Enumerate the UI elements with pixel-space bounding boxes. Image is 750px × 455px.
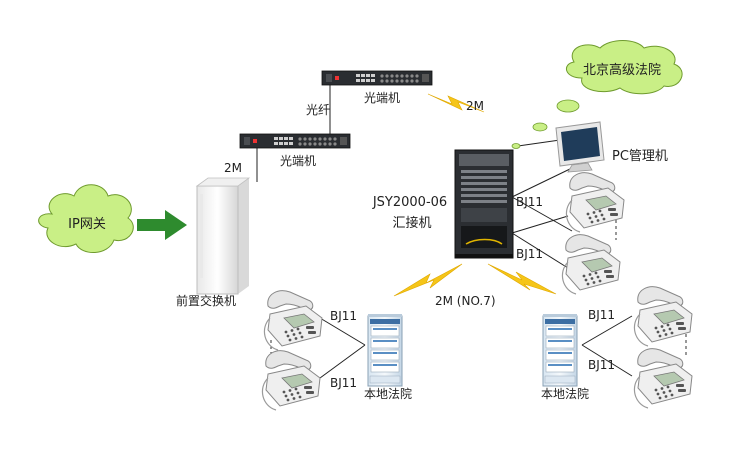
bj11-agg-bottom-label: BJ11 bbox=[516, 247, 543, 261]
telephone-icon bbox=[263, 290, 323, 351]
bj11-left-lines bbox=[319, 317, 366, 379]
aggregator-rack bbox=[454, 149, 514, 259]
switch-cabinet-icon bbox=[367, 313, 403, 387]
monitor-icon bbox=[555, 121, 605, 173]
telephone-icon bbox=[565, 172, 625, 233]
local-court-left-label: 本地法院 bbox=[364, 387, 412, 401]
connection-lines bbox=[256, 85, 633, 379]
link-2m-bottom-label: 2M (NO.7) bbox=[435, 294, 496, 308]
optical-terminal-lower: 光端机 bbox=[239, 133, 351, 168]
arrow-right-icon bbox=[137, 210, 187, 240]
front-switch: 前置交换机 bbox=[176, 177, 251, 308]
bj11-right-top-label: BJ11 bbox=[588, 308, 615, 322]
lightning-top-icon bbox=[427, 93, 485, 113]
ip-gateway-label: IP网关 bbox=[68, 217, 106, 232]
optical-terminal-upper: 光端机 bbox=[321, 70, 433, 105]
bj11-left-bottom-label: BJ11 bbox=[330, 376, 357, 390]
thought-bubbles bbox=[511, 99, 580, 149]
local-court-right-label: 本地法院 bbox=[541, 387, 589, 401]
telephone-icon bbox=[633, 348, 693, 409]
link-2m-top-label: 2M bbox=[466, 99, 484, 113]
pc-manager-label: PC管理机 bbox=[612, 149, 668, 164]
bj11-right-bottom-label: BJ11 bbox=[588, 358, 615, 372]
link-2m-left-label: 2M bbox=[224, 161, 242, 175]
lightning-right-icon bbox=[487, 263, 557, 295]
optical-terminal-upper-label: 光端机 bbox=[364, 91, 400, 105]
pc-link-line bbox=[517, 139, 561, 147]
fiber-label: 光纤 bbox=[306, 103, 330, 117]
bj11-left-top-label: BJ11 bbox=[330, 309, 357, 323]
ip-gateway-cloud: IP网关 bbox=[38, 184, 134, 253]
bj11-right-lines bbox=[581, 315, 633, 377]
aggregator-name-label: 汇接机 bbox=[392, 215, 431, 231]
bj11-agg-bottom-line bbox=[511, 215, 569, 269]
bj11-agg-top-label: BJ11 bbox=[516, 195, 543, 209]
telephone-icon bbox=[561, 234, 621, 295]
front-switch-label: 前置交换机 bbox=[176, 293, 236, 308]
telephone-icon bbox=[633, 286, 693, 347]
bj11-agg-top-line bbox=[511, 167, 573, 232]
optical-terminal-lower-label: 光端机 bbox=[280, 154, 316, 168]
switch-cabinet-icon bbox=[542, 313, 578, 387]
beijing-court-label: 北京高级法院 bbox=[583, 62, 661, 78]
telephone-icon bbox=[261, 350, 321, 411]
beijing-court-cloud: 北京高级法院 bbox=[566, 40, 683, 95]
lightning-left-icon bbox=[393, 263, 463, 297]
aggregator-model-label: JSY2000-06 bbox=[372, 195, 447, 210]
